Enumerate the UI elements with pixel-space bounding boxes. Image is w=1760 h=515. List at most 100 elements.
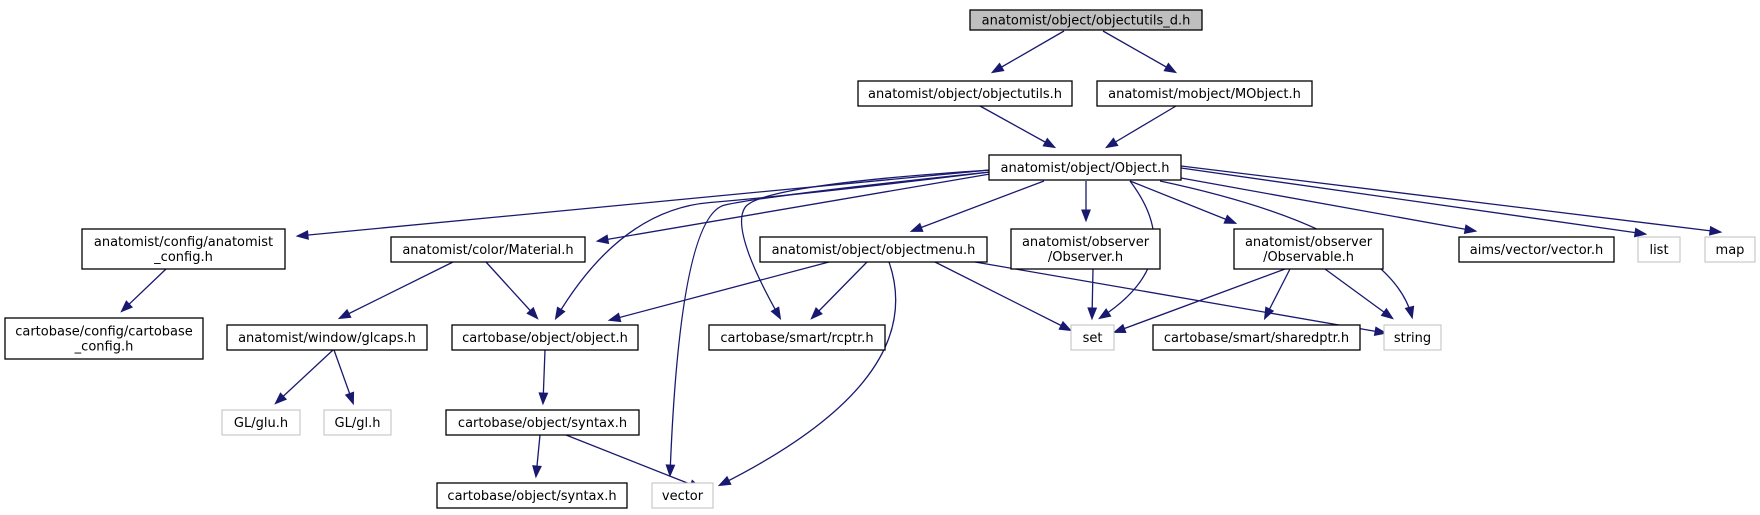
node-aimsvector[interactable]: aims/vector/vector.h: [1458, 236, 1615, 263]
node-label: cartobase/object/syntax.h: [447, 489, 616, 504]
arrowhead-icon: [1463, 224, 1478, 234]
node-box: [1152, 324, 1361, 351]
edge-objectmenu-to-set: [934, 261, 1073, 332]
arrowhead-icon: [1104, 137, 1119, 149]
node-box: [226, 324, 428, 351]
node-carto_object[interactable]: cartobase/object/object.h: [451, 324, 639, 351]
node-objectmenu[interactable]: anatomist/object/objectmenu.h: [759, 236, 988, 263]
node-material[interactable]: anatomist/color/Material.h: [390, 236, 586, 263]
node-carto_config[interactable]: cartobase/config/cartobase_config.h: [4, 317, 204, 360]
edge-line: [275, 349, 334, 404]
arrowhead-icon: [810, 307, 823, 320]
edge-line: [1106, 105, 1177, 148]
arrowhead-icon: [770, 306, 782, 321]
edge-root-to-mobject: [1102, 30, 1178, 74]
edge-line: [1129, 180, 1236, 224]
arrowhead-icon: [1163, 62, 1178, 74]
node-label: aims/vector/vector.h: [1470, 243, 1603, 258]
node-sharedptr[interactable]: cartobase/smart/sharedptr.h: [1152, 324, 1361, 351]
node-glcaps[interactable]: anatomist/window/glcaps.h: [226, 324, 428, 351]
node-syntax2[interactable]: cartobase/object/syntax.h: [436, 482, 628, 509]
node-mobject[interactable]: anatomist/mobject/MObject.h: [1096, 80, 1313, 107]
edge-object_h-to-objectmenu: [909, 180, 1045, 232]
arrowhead-icon: [1373, 326, 1388, 337]
edge-observable-to-sharedptr: [1263, 268, 1291, 321]
edge-object_h-to-vector: [665, 171, 991, 478]
edge-line: [979, 105, 1055, 148]
node-gl: GL/gl.h: [323, 409, 392, 436]
edge-line: [1180, 177, 1476, 232]
arrowhead-icon: [665, 464, 676, 478]
edge-object_h-to-rcptr: [740, 169, 991, 321]
edge-object_h-to-carto_object: [554, 171, 991, 321]
edge-observer-to-set: [1087, 268, 1098, 321]
edge-line: [934, 261, 1071, 331]
edge-observable-to-set: [1112, 268, 1286, 333]
node-rcptr[interactable]: cartobase/smart/rcptr.h: [708, 324, 886, 351]
arrowhead-icon: [554, 306, 566, 321]
arrowhead-icon: [532, 465, 542, 479]
edge-glcaps-to-glu: [274, 349, 334, 405]
node-observable[interactable]: anatomist/observer/Observable.h: [1233, 228, 1384, 270]
edge-line: [597, 173, 991, 242]
arrowhead-icon: [1380, 307, 1394, 320]
edge-root-to-objectutils: [990, 30, 1065, 74]
node-anat_config[interactable]: anatomist/config/anatomist_config.h: [81, 228, 286, 270]
arrowhead-icon: [1081, 209, 1091, 223]
node-box: [857, 80, 1073, 107]
node-observer[interactable]: anatomist/observer/Observer.h: [1010, 228, 1161, 270]
node-box: [759, 236, 988, 263]
node-label: anatomist/object/objectutils.h: [868, 87, 1062, 102]
edge-line: [485, 261, 538, 319]
edge-object_h-to-list: [1180, 167, 1648, 238]
edge-material-to-glcaps: [337, 261, 454, 320]
node-label: cartobase/config/cartobase: [15, 325, 193, 340]
node-label: anatomist/observer: [1022, 235, 1150, 250]
edge-line: [992, 30, 1065, 73]
node-label: anatomist/observer: [1245, 235, 1373, 250]
edge-line: [609, 261, 830, 321]
node-object_h[interactable]: anatomist/object/Object.h: [988, 154, 1182, 181]
edge-object_h-to-aimsvector: [1180, 177, 1478, 234]
edge-line: [1180, 165, 1721, 233]
node-label: _config.h: [74, 340, 134, 355]
node-syntax1[interactable]: cartobase/object/syntax.h: [445, 409, 640, 436]
node-label: GL/glu.h: [234, 416, 288, 431]
edge-line: [974, 261, 1386, 334]
node-box: [436, 482, 628, 509]
node-box: [1233, 228, 1384, 270]
node-label: anatomist/config/anatomist: [94, 235, 273, 250]
edge-objectmenu-to-carto_object: [607, 261, 830, 323]
edge-line: [1180, 167, 1646, 235]
node-box: [988, 154, 1182, 181]
node-box: [1704, 236, 1756, 263]
node-label: anatomist/object/objectmenu.h: [772, 243, 976, 258]
node-glu: GL/glu.h: [221, 409, 301, 436]
node-box: [221, 409, 301, 436]
node-box: [4, 317, 204, 360]
node-label: /Observable.h: [1263, 250, 1354, 265]
node-label: cartobase/smart/sharedptr.h: [1164, 331, 1349, 346]
node-list: list: [1637, 236, 1681, 263]
edge-line: [555, 171, 991, 319]
node-vector: vector: [651, 482, 714, 509]
node-label: GL/gl.h: [335, 416, 381, 431]
edge-line: [565, 434, 701, 489]
node-box: [1458, 236, 1615, 263]
edge-objectmenu-to-string: [974, 261, 1388, 337]
node-box: [1383, 324, 1442, 351]
arrowhead-icon: [295, 230, 309, 240]
node-label: anatomist/color/Material.h: [402, 243, 573, 258]
edges: [120, 30, 1723, 489]
node-label: vector: [662, 489, 704, 504]
arrowhead-icon: [1223, 214, 1238, 224]
arrowhead-icon: [120, 300, 133, 313]
edge-syntax1-to-syntax2: [532, 434, 542, 479]
edge-objectutils-to-object_h: [979, 105, 1057, 149]
node-objectutils[interactable]: anatomist/object/objectutils.h: [857, 80, 1073, 107]
node-root[interactable]: anatomist/object/objectutils_d.h: [969, 9, 1203, 31]
arrowhead-icon: [595, 234, 610, 245]
node-box: [1010, 228, 1161, 270]
edge-glcaps-to-gl: [333, 349, 355, 406]
